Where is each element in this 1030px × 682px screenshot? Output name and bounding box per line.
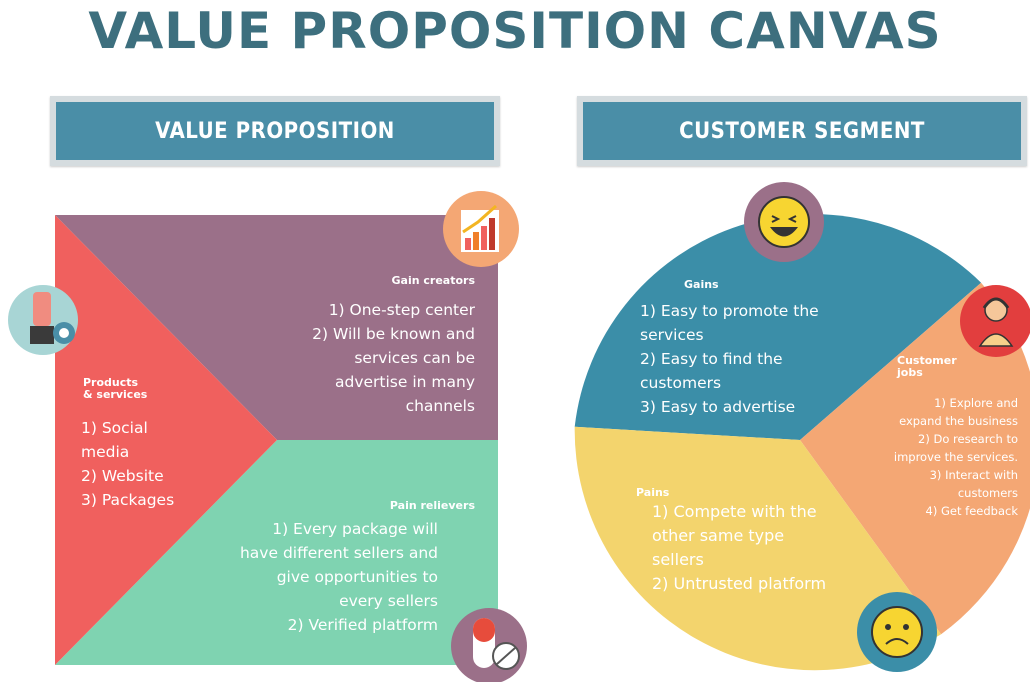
customer-jobs-label: Customer jobs <box>897 355 977 379</box>
sad-face-icon <box>857 592 937 672</box>
customer-jobs-line: improve the services. <box>893 450 1018 464</box>
gains-section <box>574 214 982 440</box>
page-title: VALUE PROPOSITION CANVAS <box>88 2 942 60</box>
customer-jobs-line: 2) Do research to <box>918 432 1018 446</box>
hand-gear-icon <box>8 285 78 355</box>
pain-relievers-line: give opportunities to <box>276 568 438 586</box>
pains-line: 1) Compete with the <box>652 502 817 521</box>
gain-creators-list: 1) One-step center 2) Will be known and … <box>260 298 475 418</box>
gain-creators-line: 1) One-step center <box>328 301 475 319</box>
pains-line: sellers <box>652 550 704 569</box>
pains-section <box>574 426 942 671</box>
laughing-face-icon <box>744 182 824 262</box>
products-services-label-line: & services <box>83 388 148 401</box>
pain-relievers-line: every sellers <box>339 592 438 610</box>
pain-relievers-section <box>55 440 498 665</box>
products-services-line: 2) Website <box>81 467 164 485</box>
customer-jobs-line: 4) Get feedback <box>925 504 1018 518</box>
pain-relievers-line: have different sellers and <box>239 544 438 562</box>
customer-jobs-list: 1) Explore and expand the business 2) Do… <box>852 394 1018 520</box>
pains-line: 2) Untrusted platform <box>652 574 827 593</box>
products-services-line: media <box>81 443 130 461</box>
customer-jobs-label-line: jobs <box>897 366 923 379</box>
value-proposition-banner: VALUE PROPOSITION <box>50 96 500 166</box>
gain-creators-line: services can be <box>354 349 475 367</box>
gains-line: services <box>640 326 704 344</box>
pain-relievers-list: 1) Every package will have different sel… <box>200 517 438 637</box>
gains-line: 2) Easy to find the <box>640 350 783 368</box>
pill-icon <box>451 608 527 682</box>
gain-creators-label: Gain creators <box>391 274 476 287</box>
gains-line: customers <box>640 374 722 392</box>
gain-creators-line: channels <box>405 397 475 415</box>
products-services-line: 3) Packages <box>81 491 175 509</box>
products-services-label-line: Products <box>83 376 139 389</box>
gain-creators-line: advertise in many <box>335 373 475 391</box>
customer-jobs-line: customers <box>957 486 1018 500</box>
gain-creators-line: 2) Will be known and <box>312 325 475 343</box>
gains-label: Gains <box>684 278 719 291</box>
products-services-list: 1) Social media 2) Website 3) Packages <box>81 416 201 512</box>
gains-line: 3) Easy to advertise <box>640 398 796 416</box>
pains-list: 1) Compete with the other same type sell… <box>652 500 872 596</box>
value-proposition-heading: VALUE PROPOSITION <box>56 102 494 160</box>
pain-relievers-line: 1) Every package will <box>272 520 438 538</box>
customer-jobs-line: expand the business <box>899 414 1018 428</box>
products-services-line: 1) Social <box>81 419 148 437</box>
customer-jobs-section <box>800 282 1030 635</box>
support-agent-icon <box>960 285 1030 357</box>
customer-jobs-line: 3) Interact with <box>929 468 1018 482</box>
pain-relievers-label: Pain relievers <box>389 499 475 512</box>
customer-segment-banner: CUSTOMER SEGMENT <box>577 96 1027 166</box>
products-services-label: Products & services <box>83 377 203 401</box>
pain-relievers-line: 2) Verified platform <box>287 616 438 634</box>
customer-jobs-label-line: Customer <box>897 354 957 367</box>
pains-line: other same type <box>652 526 785 545</box>
pains-label: Pains <box>636 486 670 499</box>
growth-chart-icon <box>443 191 519 267</box>
gains-line: 1) Easy to promote the <box>640 302 819 320</box>
gains-list: 1) Easy to promote the services 2) Easy … <box>640 299 850 419</box>
customer-segment-heading: CUSTOMER SEGMENT <box>583 102 1021 160</box>
products-services-section <box>55 215 277 665</box>
customer-jobs-line: 1) Explore and <box>934 396 1018 410</box>
gain-creators-section <box>55 215 498 440</box>
